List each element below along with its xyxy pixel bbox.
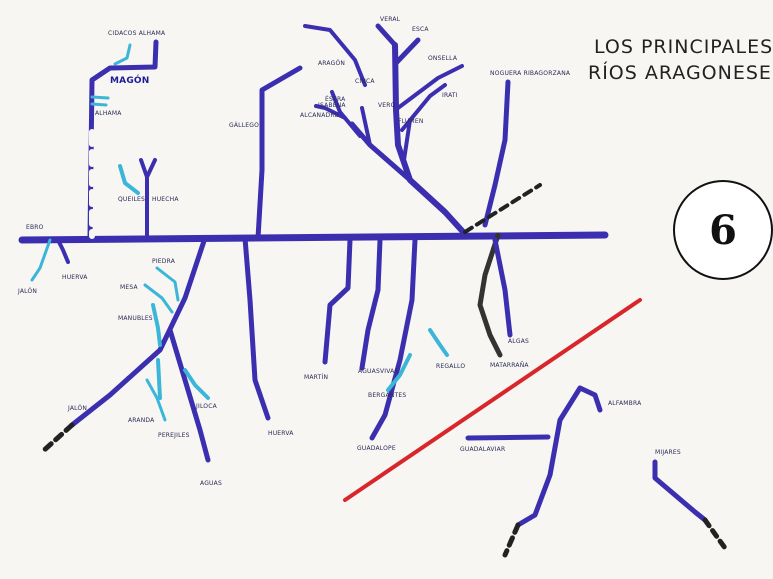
jalon-trib-2 bbox=[143, 283, 174, 314]
label-aguasvivas: AGUASVIVAS bbox=[358, 368, 399, 375]
martin-river bbox=[322, 237, 353, 365]
jalon-trib-4 bbox=[156, 358, 162, 400]
label-jiloca: JILOCA bbox=[196, 403, 217, 410]
central-branch-east bbox=[394, 37, 421, 65]
label-cidacos: CIDACOS ALHAMA bbox=[108, 30, 166, 37]
label-esca: ESCA bbox=[412, 26, 429, 33]
label-veral: VERAL bbox=[380, 16, 401, 23]
label-regallo: REGALLO bbox=[436, 363, 466, 370]
matarrana-dark bbox=[477, 232, 503, 358]
guadalope-river bbox=[369, 237, 418, 441]
label-noguera: NOGUERA RIBAGORZANA bbox=[490, 70, 571, 77]
guadalope-trib-2 bbox=[428, 328, 449, 357]
label-algas: ALGAS bbox=[508, 338, 530, 345]
jiloca-river bbox=[167, 327, 211, 463]
label-queiles: QUEILES bbox=[118, 196, 146, 203]
label-manubles: MANUBLES bbox=[118, 315, 153, 322]
jalon-dashed bbox=[39, 422, 75, 455]
label-guadalope: GUADALOPE bbox=[357, 445, 396, 452]
label-isabena: ISABENA bbox=[318, 102, 346, 109]
label-jalon-west: JALÓN bbox=[18, 288, 38, 295]
huerva-river bbox=[242, 235, 271, 421]
mijares-river bbox=[652, 459, 708, 523]
label-mesa: MESA bbox=[120, 284, 138, 291]
alfambra-river bbox=[515, 385, 603, 528]
northwest-tributary-3 bbox=[90, 102, 108, 107]
label-onsella: ONSELLA bbox=[428, 55, 458, 62]
central-trib-7 bbox=[314, 104, 347, 120]
northwest-tributary-1 bbox=[113, 43, 132, 66]
label-aranda: ARANDA bbox=[128, 417, 155, 424]
label-irati: IRATI bbox=[442, 92, 458, 99]
central-trib-8 bbox=[303, 24, 367, 87]
label-bergantes: BERGANTES bbox=[368, 392, 407, 399]
label-piedra: PIEDRA bbox=[152, 258, 176, 265]
label-aguas: AGUAS bbox=[200, 480, 222, 487]
central-trib-5 bbox=[360, 106, 372, 147]
jalon-trib-5 bbox=[145, 378, 167, 422]
label-huerva-west: HUERVA bbox=[62, 274, 88, 281]
guadalope-trib-1 bbox=[386, 353, 412, 392]
aguasvivas-river bbox=[359, 237, 383, 371]
label-cinca: CINCA bbox=[355, 78, 375, 85]
title-line-2: RÍOS ARAGONESES bbox=[588, 62, 773, 84]
y-tributary bbox=[118, 164, 140, 195]
label-martin: MARTÍN bbox=[304, 374, 329, 381]
label-gallego: GÁLLEGO bbox=[229, 122, 260, 129]
page-number-badge: 6 bbox=[673, 180, 773, 280]
label-magon: MAGÓN bbox=[110, 76, 150, 86]
northwest-tributary-2 bbox=[90, 95, 110, 100]
label-alfambra: ALFAMBRA bbox=[608, 400, 642, 407]
label-huerva: HUERVA bbox=[268, 430, 294, 437]
mijares-dashed bbox=[702, 517, 728, 551]
central-trib-6 bbox=[330, 90, 362, 138]
central-branch-west bbox=[375, 23, 398, 48]
label-huecha: HUECHA bbox=[152, 196, 179, 203]
title-line-1: LOS PRINCIPALES bbox=[594, 36, 773, 58]
label-jalon: JALÓN bbox=[68, 405, 88, 412]
central-trib-1 bbox=[396, 64, 464, 110]
jalon-trib-3 bbox=[151, 303, 162, 347]
badge-number: 6 bbox=[709, 206, 737, 254]
label-aragon: ARAGÓN bbox=[318, 60, 346, 67]
southwest-river-2 bbox=[56, 238, 70, 264]
label-matarrana: MATARRAÑA bbox=[490, 362, 529, 369]
alfambra-dashed bbox=[502, 522, 521, 558]
label-guadalaviar: GUADALAVIAR bbox=[460, 446, 506, 453]
label-vero: VERO bbox=[378, 102, 396, 109]
ebro-river bbox=[18, 231, 609, 244]
gallego-river bbox=[255, 65, 303, 241]
label-mijares: MIJARES bbox=[655, 449, 681, 456]
noguera-dashed bbox=[463, 183, 542, 234]
watershed-divide bbox=[343, 298, 642, 502]
jalon-river bbox=[69, 235, 208, 428]
y-river-fork bbox=[145, 158, 157, 179]
southwest-river-1 bbox=[30, 238, 52, 282]
jalon-trib-1 bbox=[155, 266, 180, 302]
central-main-river bbox=[392, 42, 468, 237]
label-flumen: FLUMEN bbox=[398, 118, 424, 125]
label-alhama: ALHAMA bbox=[95, 110, 122, 117]
label-esera: ÉSERA bbox=[325, 96, 346, 103]
label-perejiles: PEREJILES bbox=[158, 432, 190, 439]
jalon-trib-6 bbox=[183, 368, 210, 400]
matarrana-river bbox=[492, 237, 513, 338]
label-ebro: EBRO bbox=[26, 224, 44, 231]
central-trib-3 bbox=[402, 118, 412, 162]
guadalaviar-river bbox=[465, 434, 551, 441]
noguera-river bbox=[482, 79, 511, 228]
label-alcanadre: ALCANADRE bbox=[300, 112, 339, 119]
